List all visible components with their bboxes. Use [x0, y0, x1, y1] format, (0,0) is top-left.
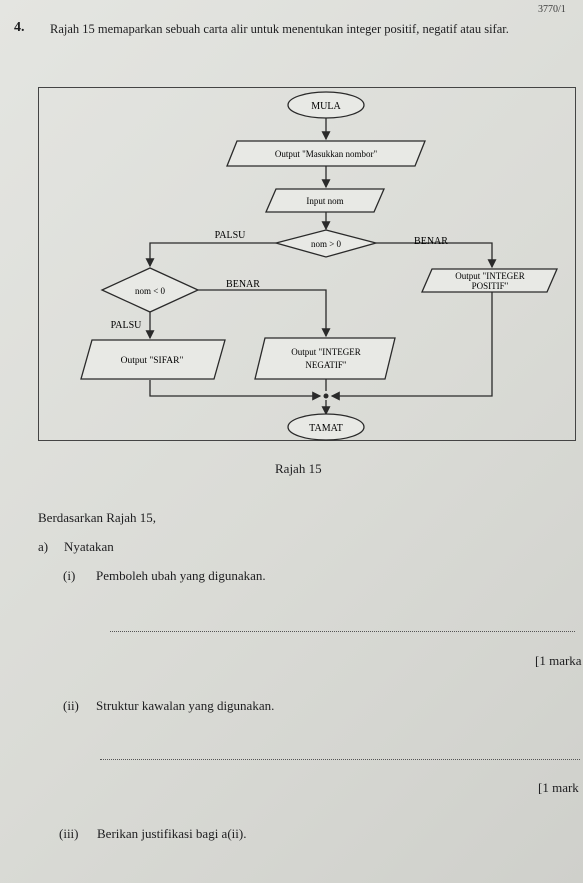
part-a-instruction: Nyatakan — [64, 539, 114, 554]
output-negative-box — [254, 337, 396, 380]
answer-line-i[interactable] — [110, 631, 575, 632]
output-positive-label-line2: POSITIF" — [472, 281, 509, 291]
question-number: 4. — [14, 20, 25, 35]
item-ii-text: Struktur kawalan yang digunakan. — [96, 698, 275, 713]
output-zero-label: Output "SIFAR" — [121, 356, 184, 366]
output-positive-label-line1: Output "INTEGER — [455, 271, 524, 281]
figure-caption: Rajah 15 — [275, 461, 322, 476]
flow-arrow — [330, 292, 493, 401]
item-ii-marks: [1 mark — [538, 780, 579, 795]
part-a-label: a) — [38, 539, 49, 554]
decision-positive-label: nom > 0 — [311, 239, 342, 249]
decision-negative-true-label: BENAR — [226, 279, 260, 290]
input-label: Input nom — [306, 196, 343, 206]
answer-line-ii[interactable] — [100, 759, 580, 760]
item-iii-text: Berikan justifikasi bagi a(ii). — [97, 826, 247, 841]
decision-negative-false-label: PALSU — [111, 320, 143, 331]
flow-arrow — [376, 242, 497, 269]
end-label: TAMAT — [309, 423, 343, 434]
decision-negative-label: nom < 0 — [135, 286, 166, 296]
item-i-marks: [1 marka — [535, 653, 582, 668]
decision-positive — [273, 229, 379, 258]
input-box — [265, 188, 385, 213]
flowchart: MULA Output "Masukkan nombor" Input nom … — [80, 91, 558, 441]
end-terminator — [287, 413, 365, 441]
item-iii-number: (iii) — [59, 826, 79, 841]
output-negative-label-line1: Output "INTEGER — [291, 347, 360, 357]
merge-point — [323, 393, 329, 399]
paper-code: 3770/1 — [538, 4, 566, 15]
decision-positive-false-label: PALSU — [215, 230, 247, 241]
output-prompt-label: Output "Masukkan nombor" — [275, 149, 378, 159]
item-i-number: (i) — [63, 568, 76, 583]
item-i-text: Pemboleh ubah yang digunakan. — [96, 568, 266, 583]
output-positive-box — [421, 268, 558, 293]
flow-arrow — [198, 289, 331, 338]
intro-text: Berdasarkan Rajah 15, — [38, 510, 157, 525]
output-negative-label-line2: NEGATIF" — [305, 360, 346, 370]
output-prompt-box — [226, 140, 426, 167]
flowchart-frame — [38, 87, 576, 441]
output-zero-box — [80, 339, 226, 380]
flow-arrow — [145, 242, 276, 268]
start-label: MULA — [311, 101, 341, 112]
item-ii-number: (ii) — [63, 698, 79, 713]
start-terminator — [287, 91, 365, 119]
question-text: Rajah 15 memaparkan sebuah carta alir un… — [50, 22, 509, 36]
decision-positive-true-label: BENAR — [414, 236, 448, 247]
decision-negative — [100, 267, 200, 313]
flow-arrow — [149, 380, 322, 401]
